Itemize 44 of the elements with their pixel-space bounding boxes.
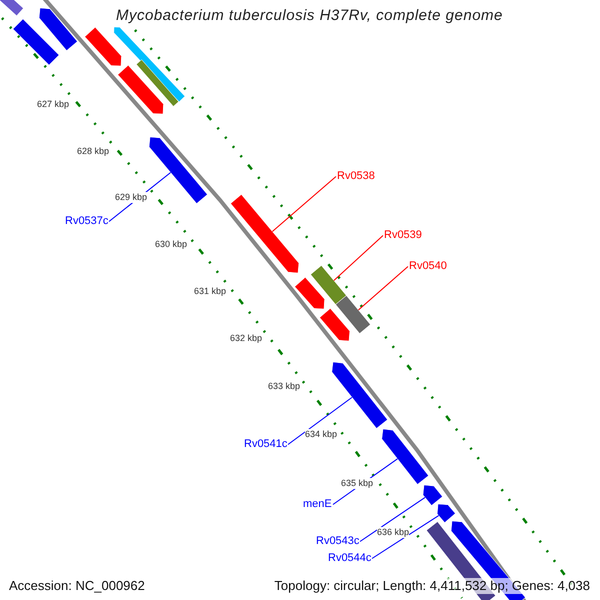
gene-block (294, 277, 325, 310)
leader-line (372, 515, 440, 559)
leader-line (272, 176, 336, 232)
map-title: Mycobacterium tuberculosis H37Rv, complete genome (115, 6, 504, 26)
tick-label: 628 kbp (77, 146, 110, 157)
gene-block (84, 27, 122, 66)
gene-label: Rv0538 (337, 170, 375, 183)
gene-block (118, 65, 164, 114)
gene-block (332, 362, 388, 429)
gene-block (310, 265, 347, 305)
gene-block (335, 295, 371, 334)
gene-block (437, 504, 456, 523)
gene-block (382, 428, 429, 485)
gene-label: Rv0537c (65, 215, 108, 228)
tick-label: 630 kbp (155, 239, 188, 250)
tick-label: 636 kbp (377, 527, 410, 538)
tick-label: 631 kbp (194, 286, 226, 297)
genome-summary: Topology: circular; Length: 4,411,532 bp; Genes: 4,038 (272, 578, 592, 594)
tick-label: 635 kbp (341, 478, 374, 489)
accession-label: Accession: NC_000962 (7, 578, 147, 594)
gene-label: Rv0539 (384, 229, 422, 242)
gene-block (230, 194, 300, 274)
gene-block (319, 308, 350, 342)
tick-label: 629 kbp (115, 192, 148, 203)
tick-label: 633 kbp (268, 381, 300, 392)
gene-label: Rv0541c (244, 438, 288, 451)
leader-line (358, 266, 408, 311)
gene-label: Rv0540 (409, 260, 447, 273)
tick-label: 634 kbp (305, 429, 338, 440)
leader-line (333, 235, 384, 282)
gene-block (114, 26, 186, 102)
leader-line (360, 496, 426, 542)
gene-block (38, 8, 78, 51)
gene-block (136, 59, 179, 107)
gene-block (148, 136, 208, 204)
gene-block (12, 18, 60, 66)
gene-label: menE (303, 498, 332, 511)
leader-line (288, 396, 352, 445)
gene-block (0, 0, 24, 16)
gene-label: Rv0543c (316, 535, 360, 548)
tick-label: 632 kbp (230, 333, 262, 344)
gene-label: Rv0544c (328, 552, 372, 565)
tick-label: 627 kbp (37, 99, 70, 110)
gene-block (422, 484, 443, 506)
